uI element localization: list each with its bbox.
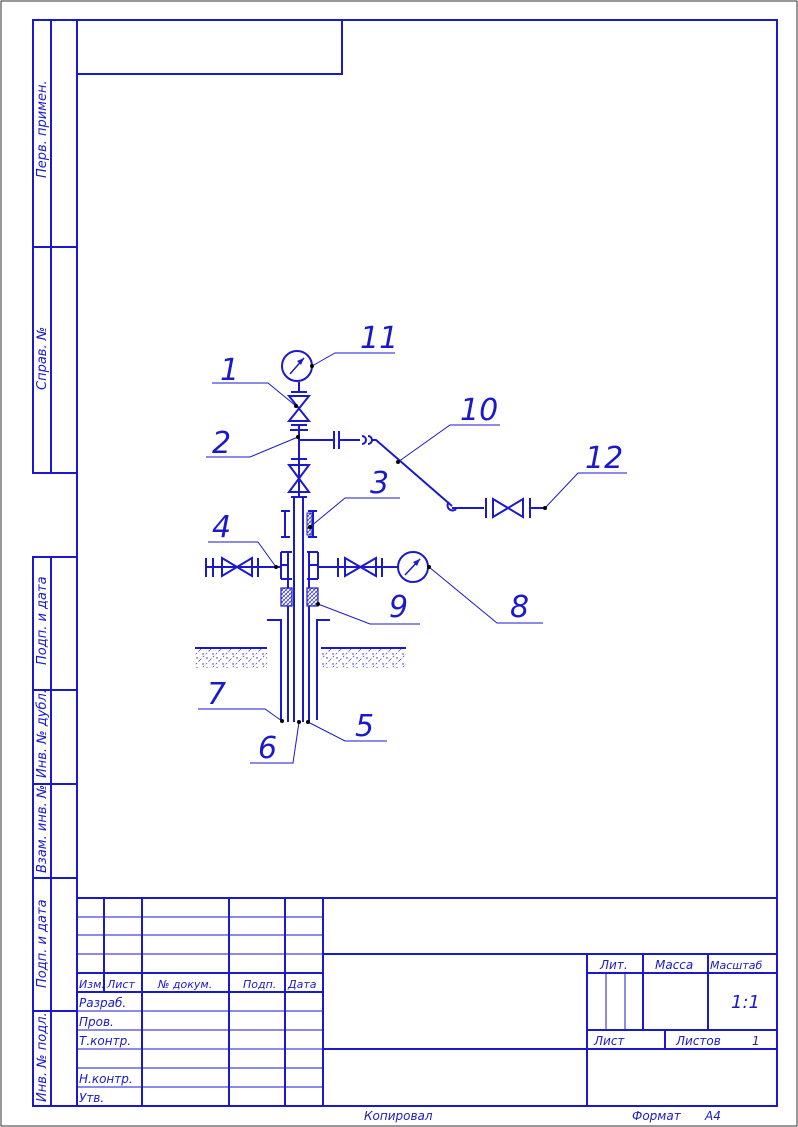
title-block: Изм. Лист № докум. Подп. Дата Разраб. Пр… (77, 897, 777, 1106)
callout-9: 9 (389, 590, 408, 625)
callout-8: 8 (510, 590, 529, 625)
callout-10: 10 (460, 393, 498, 428)
tb-t-kontr: Т.контр. (79, 1034, 131, 1048)
callout-6: 6 (258, 731, 277, 766)
callout-labels: 11 1 10 2 12 3 4 9 8 7 5 6 (207, 321, 623, 766)
side-strip: Перв. примен. Справ. № Подп. и дата Инв.… (32, 19, 78, 1107)
tb-podp: Подп. (243, 978, 276, 991)
tb-n-kontr: Н.контр. (79, 1072, 133, 1086)
callout-7: 7 (207, 677, 226, 712)
tb-scale-value: 1:1 (731, 992, 760, 1013)
valve-icon (492, 497, 524, 519)
callout-12: 12 (585, 441, 623, 476)
callout-1: 1 (220, 353, 239, 388)
valve-icon (221, 556, 253, 578)
leader-lines (198, 352, 627, 764)
valve-icon (344, 556, 377, 578)
tb-sheets-count: 1 (752, 1034, 760, 1048)
tb-data: Дата (287, 978, 317, 991)
tb-sheet-label: Лист (593, 1034, 625, 1048)
hatched-seal-icon (306, 587, 319, 607)
outer-casing (267, 619, 282, 720)
tb-no-dokum: № докум. (157, 978, 212, 991)
side-label-vzam-inv: Взам. инв. № (35, 785, 50, 873)
hatched-seal-icon (306, 512, 313, 536)
tb-razrab: Разраб. (79, 996, 126, 1010)
valve-icon (286, 395, 312, 422)
callout-2: 2 (212, 426, 231, 461)
side-label-inv-podl: Инв. № подл. (35, 1012, 50, 1102)
tb-list: Лист (106, 978, 135, 991)
side-label-podp-data-2: Подп. и дата (35, 899, 50, 988)
callout-3: 3 (370, 466, 389, 501)
wellhead-diagram (195, 350, 545, 722)
footer-format-label: Формат (632, 1109, 682, 1123)
footer-format-value: A4 (704, 1109, 721, 1123)
tb-izm: Изм. (79, 978, 105, 991)
callout-11: 11 (360, 321, 398, 356)
side-label-perv-primen: Перв. примен. (35, 80, 50, 178)
tb-utv: Утв. (79, 1091, 104, 1105)
side-label-sprav-no: Справ. № (35, 327, 50, 390)
callout-4: 4 (212, 510, 231, 545)
ground-hatch-icon (321, 648, 406, 668)
tb-massa: Масса (655, 958, 693, 972)
side-label-inv-dubl: Инв. № дубл. (35, 689, 50, 778)
top-stamp-box (77, 20, 343, 75)
pressure-gauge-icon (397, 551, 429, 583)
pressure-gauge-icon (281, 350, 313, 382)
tb-lit: Лит. (599, 958, 628, 972)
hatched-seal-icon (280, 587, 293, 607)
tb-sheets-label: Листов (675, 1034, 721, 1048)
footer-kopiroval: Копировал (364, 1109, 433, 1123)
tb-masshtab: Масштаб (710, 959, 762, 972)
tb-prov: Пров. (79, 1015, 114, 1029)
callout-5: 5 (355, 709, 374, 744)
ground-hatch-icon (195, 648, 267, 668)
side-label-podp-data-1: Подп. и дата (35, 576, 50, 665)
valve-icon (287, 464, 311, 493)
